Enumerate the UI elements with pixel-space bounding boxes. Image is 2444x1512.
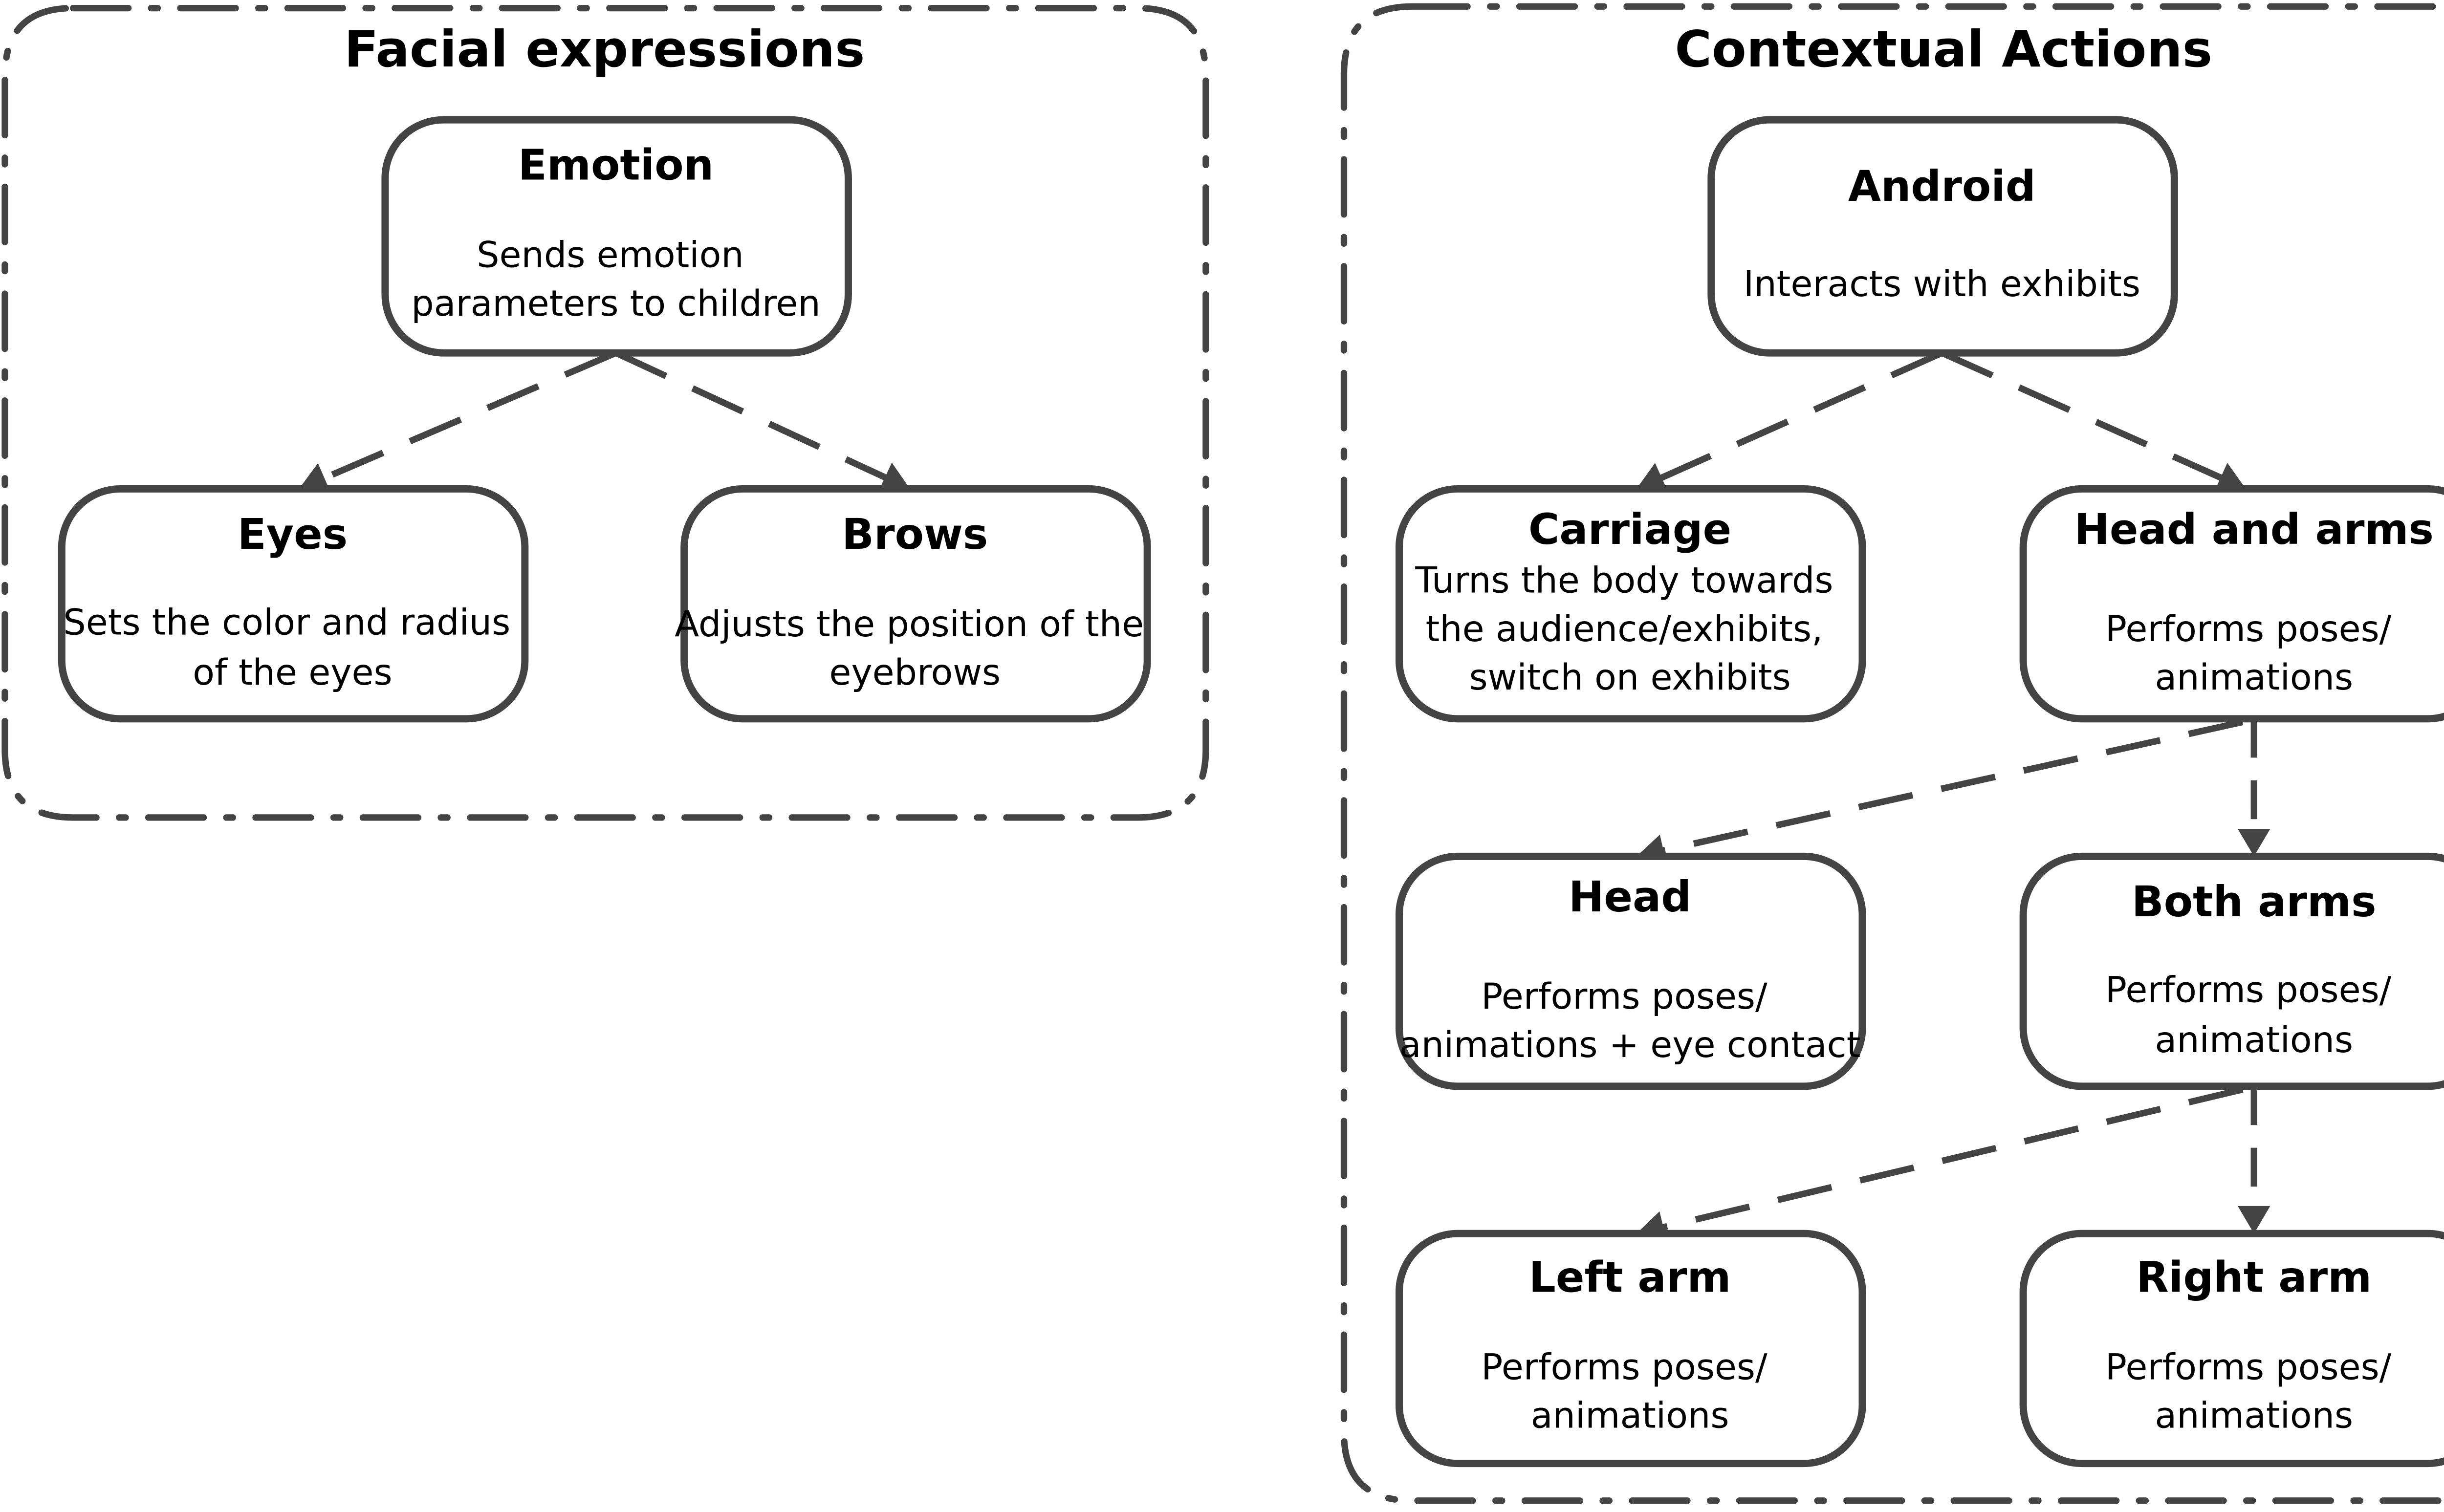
node-brows-box <box>680 485 1151 723</box>
edge-both_arms-to-left_arm <box>1636 1086 2244 1243</box>
node-eyes: Eyes Sets the color and radius of the ey… <box>58 485 529 723</box>
node-eyes-desc-line: of the eyes <box>193 652 392 693</box>
node-head-and-arms: Head and arms Performs poses/ animations <box>2019 485 2444 723</box>
group-contextual-title-bg <box>1665 13 2222 91</box>
edge-emotion-to-eyes <box>299 350 617 493</box>
node-carriage-desc: Turns the body towards the audience/exhi… <box>1415 560 1844 699</box>
node-carriage-desc-line: the audience/exhibits, <box>1426 608 1823 650</box>
node-left-arm-desc-line: animations <box>1531 1395 1729 1437</box>
node-right-arm-desc-line: animations <box>2155 1395 2353 1437</box>
node-left-arm-title: Left arm <box>1529 1253 1731 1302</box>
node-emotion-desc-line: parameters to children <box>411 283 821 324</box>
group-facial-frame <box>1 4 1209 821</box>
edge-line <box>1658 1086 2244 1231</box>
node-brows-desc: Adjusts the position of the eyebrows <box>675 604 1155 693</box>
node-both-arms-desc: Performs poses/ animations <box>2105 970 2403 1061</box>
node-android-desc-line: Interacts with exhibits <box>1744 263 2140 305</box>
node-eyes-desc-line: Sets the color and radius <box>63 602 510 644</box>
node-left-arm: Left arm Performs poses/ animations <box>1396 1230 1866 1468</box>
node-head-and-arms-title: Head and arms <box>2074 505 2434 554</box>
group-contextual-title: Contextual Actions <box>1675 21 2212 79</box>
node-right-arm-title: Right arm <box>2136 1253 2372 1302</box>
node-head-box <box>1396 852 1866 1090</box>
node-eyes-box <box>58 485 529 723</box>
node-android-desc: Interacts with exhibits <box>1744 263 2140 305</box>
edge-android-to-head_and_arms <box>1941 350 2246 493</box>
arrowhead-icon <box>2214 463 2246 493</box>
node-left-arm-desc: Performs poses/ animations <box>1481 1346 1779 1436</box>
node-android-box <box>1707 116 2178 357</box>
edge-both_arms-to-right_arm <box>2237 1086 2270 1234</box>
node-brows-desc-line: eyebrows <box>829 652 1001 693</box>
node-both-arms-title: Both arms <box>2132 878 2377 927</box>
edge-line <box>318 350 617 483</box>
edge-android-to-carriage <box>1636 350 1943 493</box>
node-emotion: Emotion Sends emotion parameters to chil… <box>381 116 852 357</box>
node-carriage: Carriage Turns the body towards the audi… <box>1396 485 1866 723</box>
node-head-desc-line: Performs poses/ <box>1481 976 1768 1017</box>
node-both-arms: Both arms Performs poses/ animations <box>2019 852 2444 1090</box>
edge-head_and_arms-to-head <box>1636 718 2244 866</box>
node-emotion-title: Emotion <box>518 141 714 190</box>
arrowhead-icon <box>2237 829 2270 857</box>
node-eyes-desc: Sets the color and radius of the eyes <box>63 602 522 694</box>
edges-layer <box>299 350 2270 1243</box>
edge-head_and_arms-to-both_arms <box>2237 718 2270 857</box>
node-right-arm-desc-line: Performs poses/ <box>2105 1346 2392 1388</box>
node-both-arms-box <box>2019 852 2444 1090</box>
node-brows-title: Brows <box>842 510 988 559</box>
node-carriage-desc-line: switch on exhibits <box>1469 657 1790 698</box>
node-head-and-arms-box <box>2019 485 2444 723</box>
node-head-desc-line: animations + eye contact <box>1399 1024 1861 1066</box>
node-right-arm-desc: Performs poses/ animations <box>2105 1346 2403 1436</box>
arrowhead-icon <box>1636 463 1669 493</box>
nodes-layer: Emotion Sends emotion parameters to chil… <box>58 116 2444 1468</box>
node-right-arm: Right arm Performs poses/ animations <box>2019 1230 2444 1468</box>
group-facial-expressions: Facial expressions <box>1 4 1209 821</box>
edge-emotion-to-brows <box>614 350 910 492</box>
arrowhead-icon <box>2237 1206 2270 1234</box>
node-carriage-title: Carriage <box>1528 505 1731 554</box>
node-left-arm-box <box>1396 1230 1866 1468</box>
edge-line <box>614 350 891 482</box>
node-emotion-desc-line: Sends emotion <box>477 235 744 276</box>
group-facial-title: Facial expressions <box>344 21 865 79</box>
arrowhead-icon <box>878 462 910 492</box>
node-head: Head Performs poses/ animations + eye co… <box>1396 852 1866 1090</box>
node-both-arms-desc-line: Performs poses/ <box>2105 970 2392 1011</box>
group-facial-title-bg <box>333 13 883 91</box>
node-android-title: Android <box>1848 162 2036 211</box>
node-emotion-box <box>381 116 852 357</box>
node-brows: Brows Adjusts the position of the eyebro… <box>675 485 1155 723</box>
node-android: Android Interacts with exhibits <box>1707 116 2178 357</box>
edge-line <box>1941 350 2226 483</box>
node-carriage-box <box>1396 485 1866 723</box>
node-head-title: Head <box>1569 873 1691 922</box>
node-head-desc: Performs poses/ animations + eye contact <box>1399 976 1861 1066</box>
node-left-arm-desc-line: Performs poses/ <box>1481 1346 1768 1388</box>
edge-line <box>1656 350 1943 483</box>
node-eyes-title: Eyes <box>238 510 348 559</box>
edge-line <box>1658 718 2244 855</box>
node-head-and-arms-desc-line: animations <box>2155 657 2353 698</box>
node-head-and-arms-desc: Performs poses/ animations <box>2105 608 2403 698</box>
group-contextual-actions: Contextual Actions <box>1340 3 2444 1504</box>
node-both-arms-desc-line: animations <box>2155 1019 2353 1061</box>
node-emotion-desc: Sends emotion parameters to children <box>411 235 821 324</box>
node-right-arm-box <box>2019 1230 2444 1468</box>
node-brows-desc-line: Adjusts the position of the <box>675 604 1144 645</box>
node-carriage-desc-line: Turns the body towards <box>1415 560 1833 602</box>
node-head-and-arms-desc-line: Performs poses/ <box>2105 608 2392 650</box>
